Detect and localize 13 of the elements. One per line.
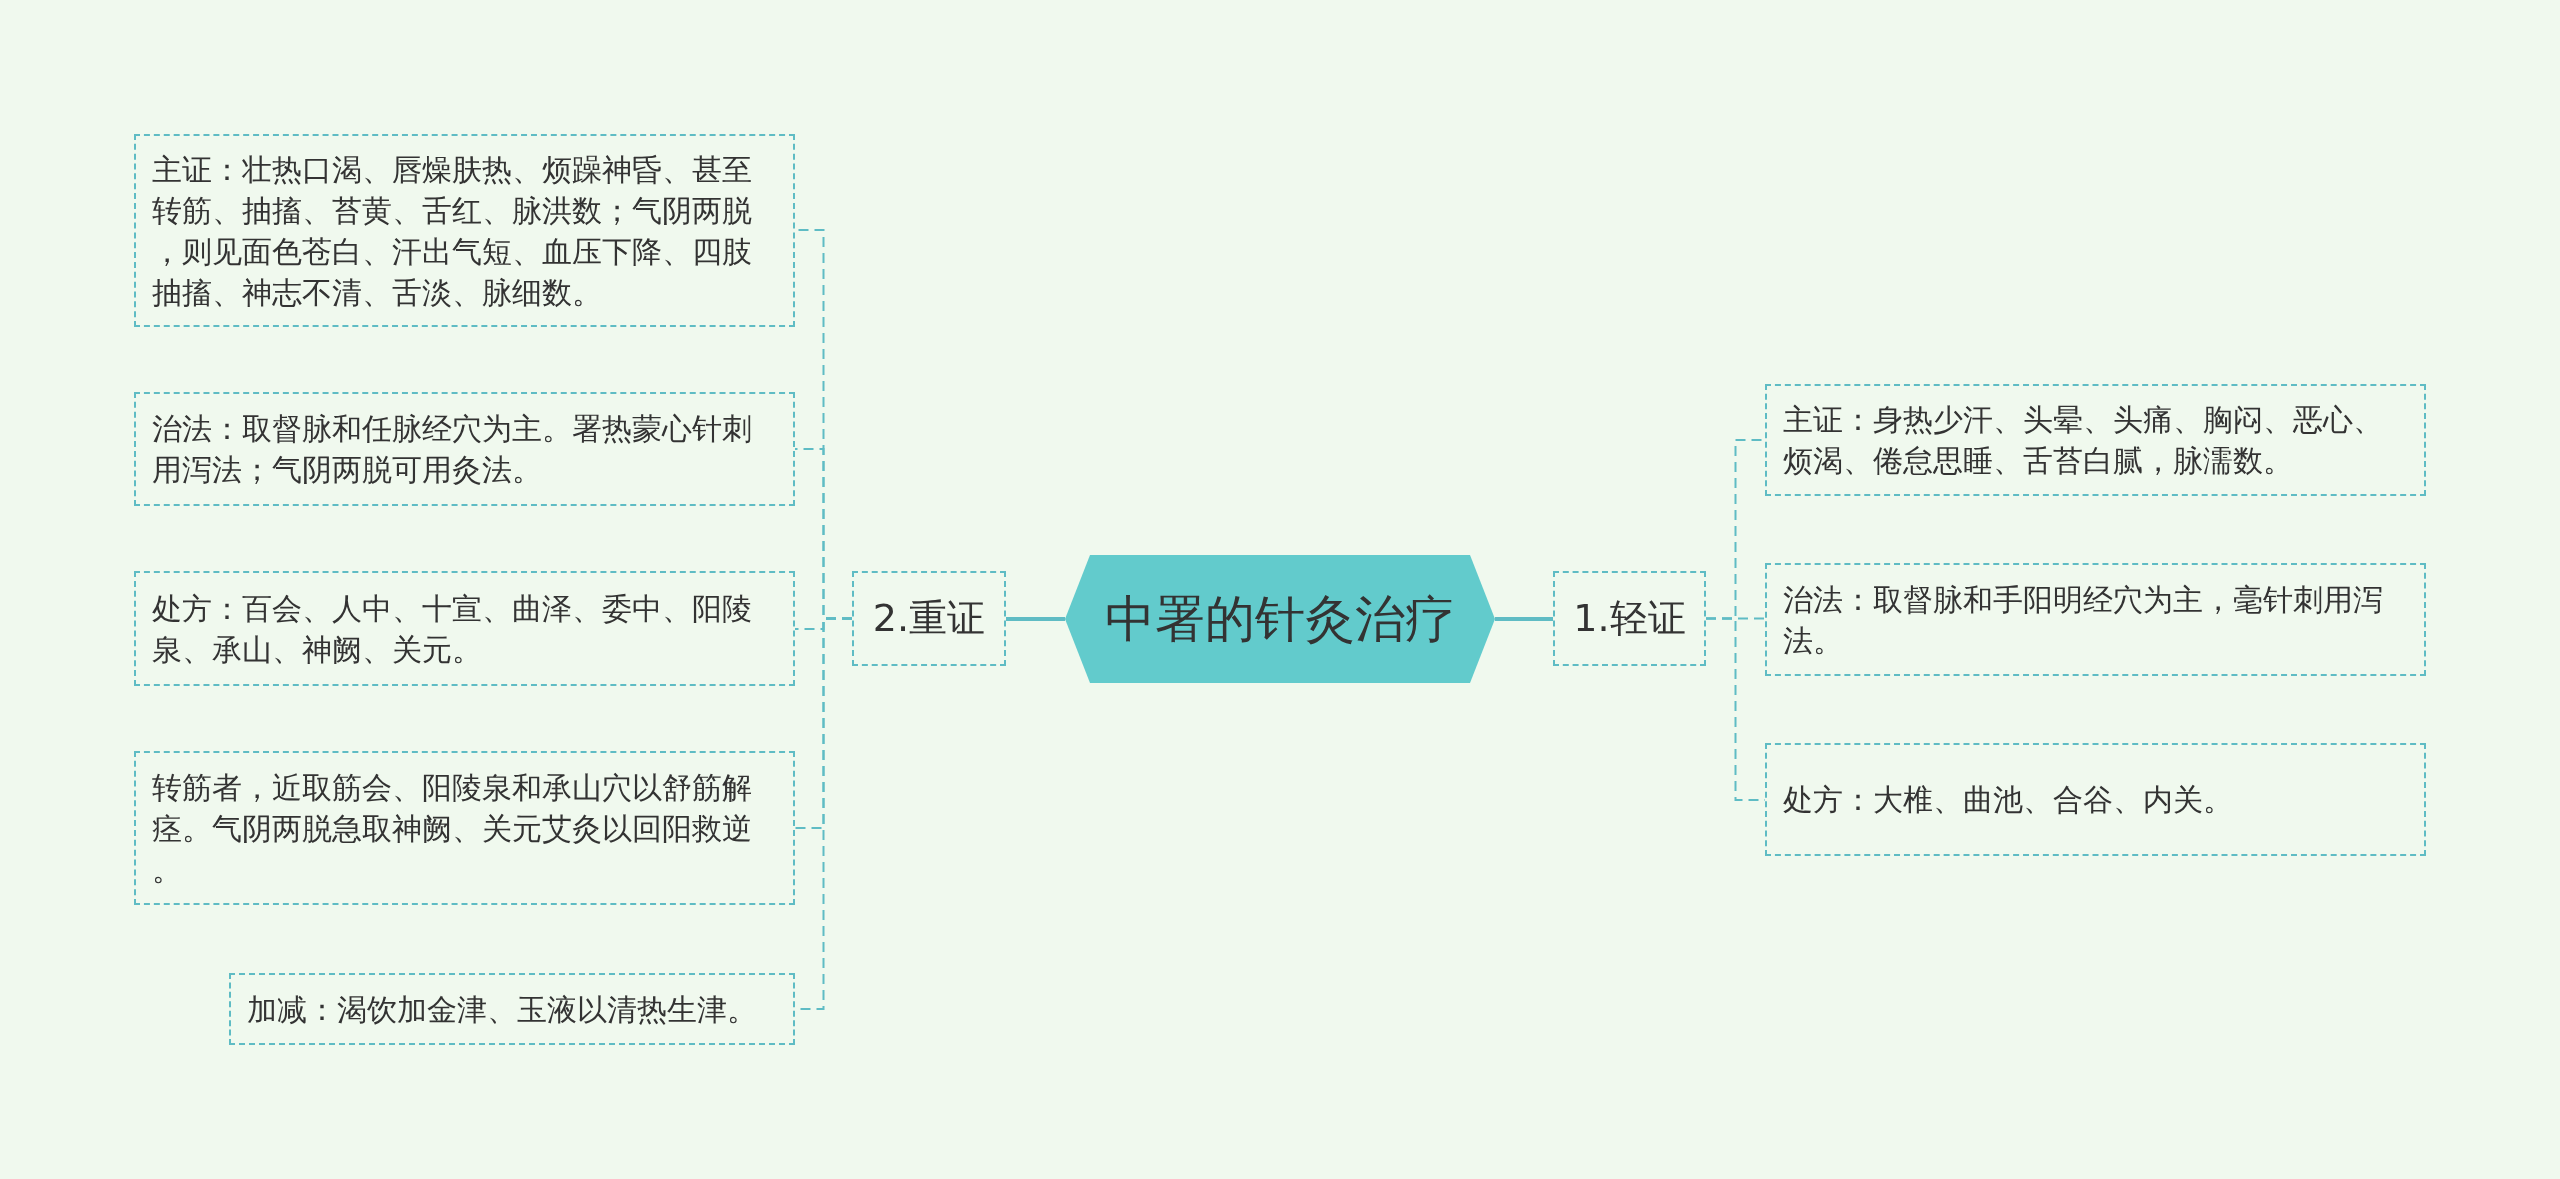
topic-box: 处方：大椎、曲池、合谷、内关。 xyxy=(1765,743,2426,856)
topic-box: 治法：取督脉和手阳明经穴为主，毫针刺用泻法。 xyxy=(1765,563,2426,676)
branch-topic-box: 2.重证 xyxy=(852,571,1006,666)
connector-line xyxy=(1495,617,1553,621)
topic-box: 转筋者，近取筋会、阳陵泉和承山穴以舒筋解痉。气阴两脱急取神阙、关元艾灸以回阳救逆。 xyxy=(134,751,795,905)
topic-box: 治法：取督脉和任脉经穴为主。署热蒙心针刺用泻法；气阴两脱可用灸法。 xyxy=(134,392,795,506)
branch-topic-box: 1.轻证 xyxy=(1553,571,1706,666)
topic-box: 处方：百会、人中、十宣、曲泽、委中、阳陵泉、承山、神阙、关元。 xyxy=(134,571,795,686)
connector-line xyxy=(1006,617,1065,621)
central-topic-hexagon: 中署的针灸治疗 xyxy=(1065,555,1495,683)
topic-box: 加减：渴饮加金津、玉液以清热生津。 xyxy=(229,973,795,1045)
topic-box: 主证：身热少汗、头晕、头痛、胸闷、恶心、烦渴、倦怠思睡、舌苔白腻，脉濡数。 xyxy=(1765,384,2426,496)
topic-box: 主证：壮热口渴、唇燥肤热、烦躁神昏、甚至转筋、抽搐、苔黄、舌红、脉洪数；气阴两脱，则见面色苍白、汗出气短、血压下降、四肢抽搐、神志不清、舌淡、脉细数。 xyxy=(134,134,795,327)
